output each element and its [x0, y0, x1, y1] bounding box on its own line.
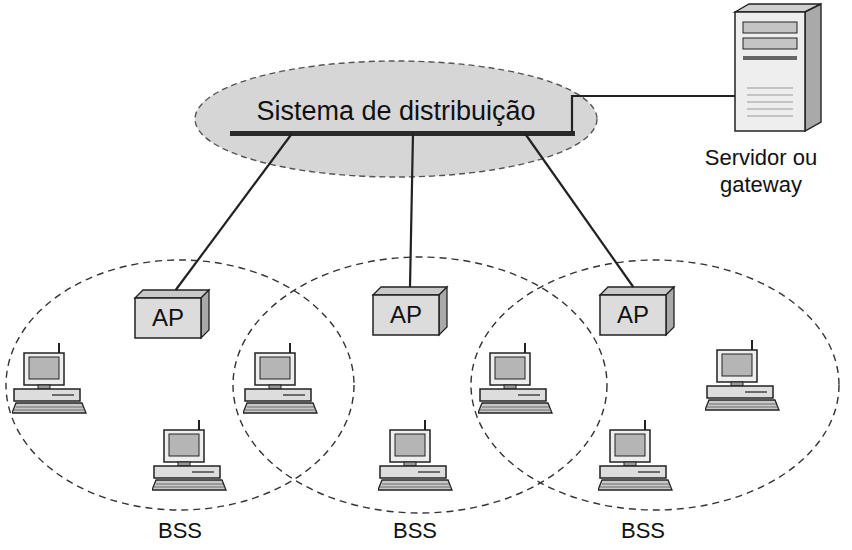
- ap-front: [135, 298, 201, 338]
- bss-outline: [471, 260, 839, 510]
- ellipse-outline: [195, 61, 597, 177]
- drive-slot: [743, 56, 797, 60]
- ap-front: [373, 295, 439, 335]
- ap-front: [600, 295, 666, 335]
- distribution-system: Sistema de distribuição: [194, 60, 598, 178]
- computer-icon: [152, 420, 226, 490]
- network-link: [572, 96, 735, 134]
- drive-bay: [743, 38, 797, 49]
- ap-side: [201, 290, 209, 338]
- bss-label: BSS: [593, 518, 693, 544]
- ap-label: AP: [600, 295, 666, 335]
- network-link: [410, 134, 413, 288]
- server-side: [805, 4, 821, 131]
- bss-area: BSS AP: [232, 255, 608, 548]
- server-node: Servidor ou gateway: [680, 4, 842, 204]
- bss-area: BSS AP: [5, 258, 355, 548]
- ap-side: [439, 287, 447, 335]
- vent-line: [747, 116, 793, 117]
- server-label: Servidor ou gateway: [680, 144, 842, 198]
- computer-icon: [705, 340, 779, 410]
- computer-icon: [478, 343, 552, 413]
- vent-line: [747, 102, 793, 103]
- label-measure: Sistema de distribuição: [256, 96, 535, 126]
- ap-top: [600, 287, 674, 295]
- access-point: AP: [600, 285, 674, 335]
- vent-line: [747, 109, 793, 110]
- bss-label: BSS: [130, 518, 230, 544]
- server-front: [735, 12, 805, 131]
- ap-label: AP: [373, 295, 439, 335]
- computer-icon: [12, 343, 86, 413]
- network-link: [525, 134, 633, 288]
- access-point: AP: [135, 288, 209, 338]
- ap-side: [666, 287, 674, 335]
- drive-bay: [743, 22, 797, 33]
- computer-icon: [378, 420, 452, 490]
- bss-label: BSS: [365, 518, 465, 544]
- server-icon: [735, 4, 823, 132]
- vent-line: [747, 95, 793, 96]
- system-label: Sistema de distribuição: [194, 96, 598, 126]
- computer-icon: [598, 420, 672, 490]
- network-link: [176, 134, 292, 291]
- bss-outline: [233, 257, 607, 513]
- bus-bar: [230, 131, 575, 136]
- vent-line: [747, 88, 793, 89]
- computer-icon: [243, 343, 317, 413]
- ap-top: [373, 287, 447, 295]
- bss-outline: [6, 260, 354, 510]
- ap-top: [135, 290, 209, 298]
- access-point: AP: [373, 285, 447, 335]
- ap-label: AP: [135, 298, 201, 338]
- bss-area: BSS AP: [470, 258, 840, 548]
